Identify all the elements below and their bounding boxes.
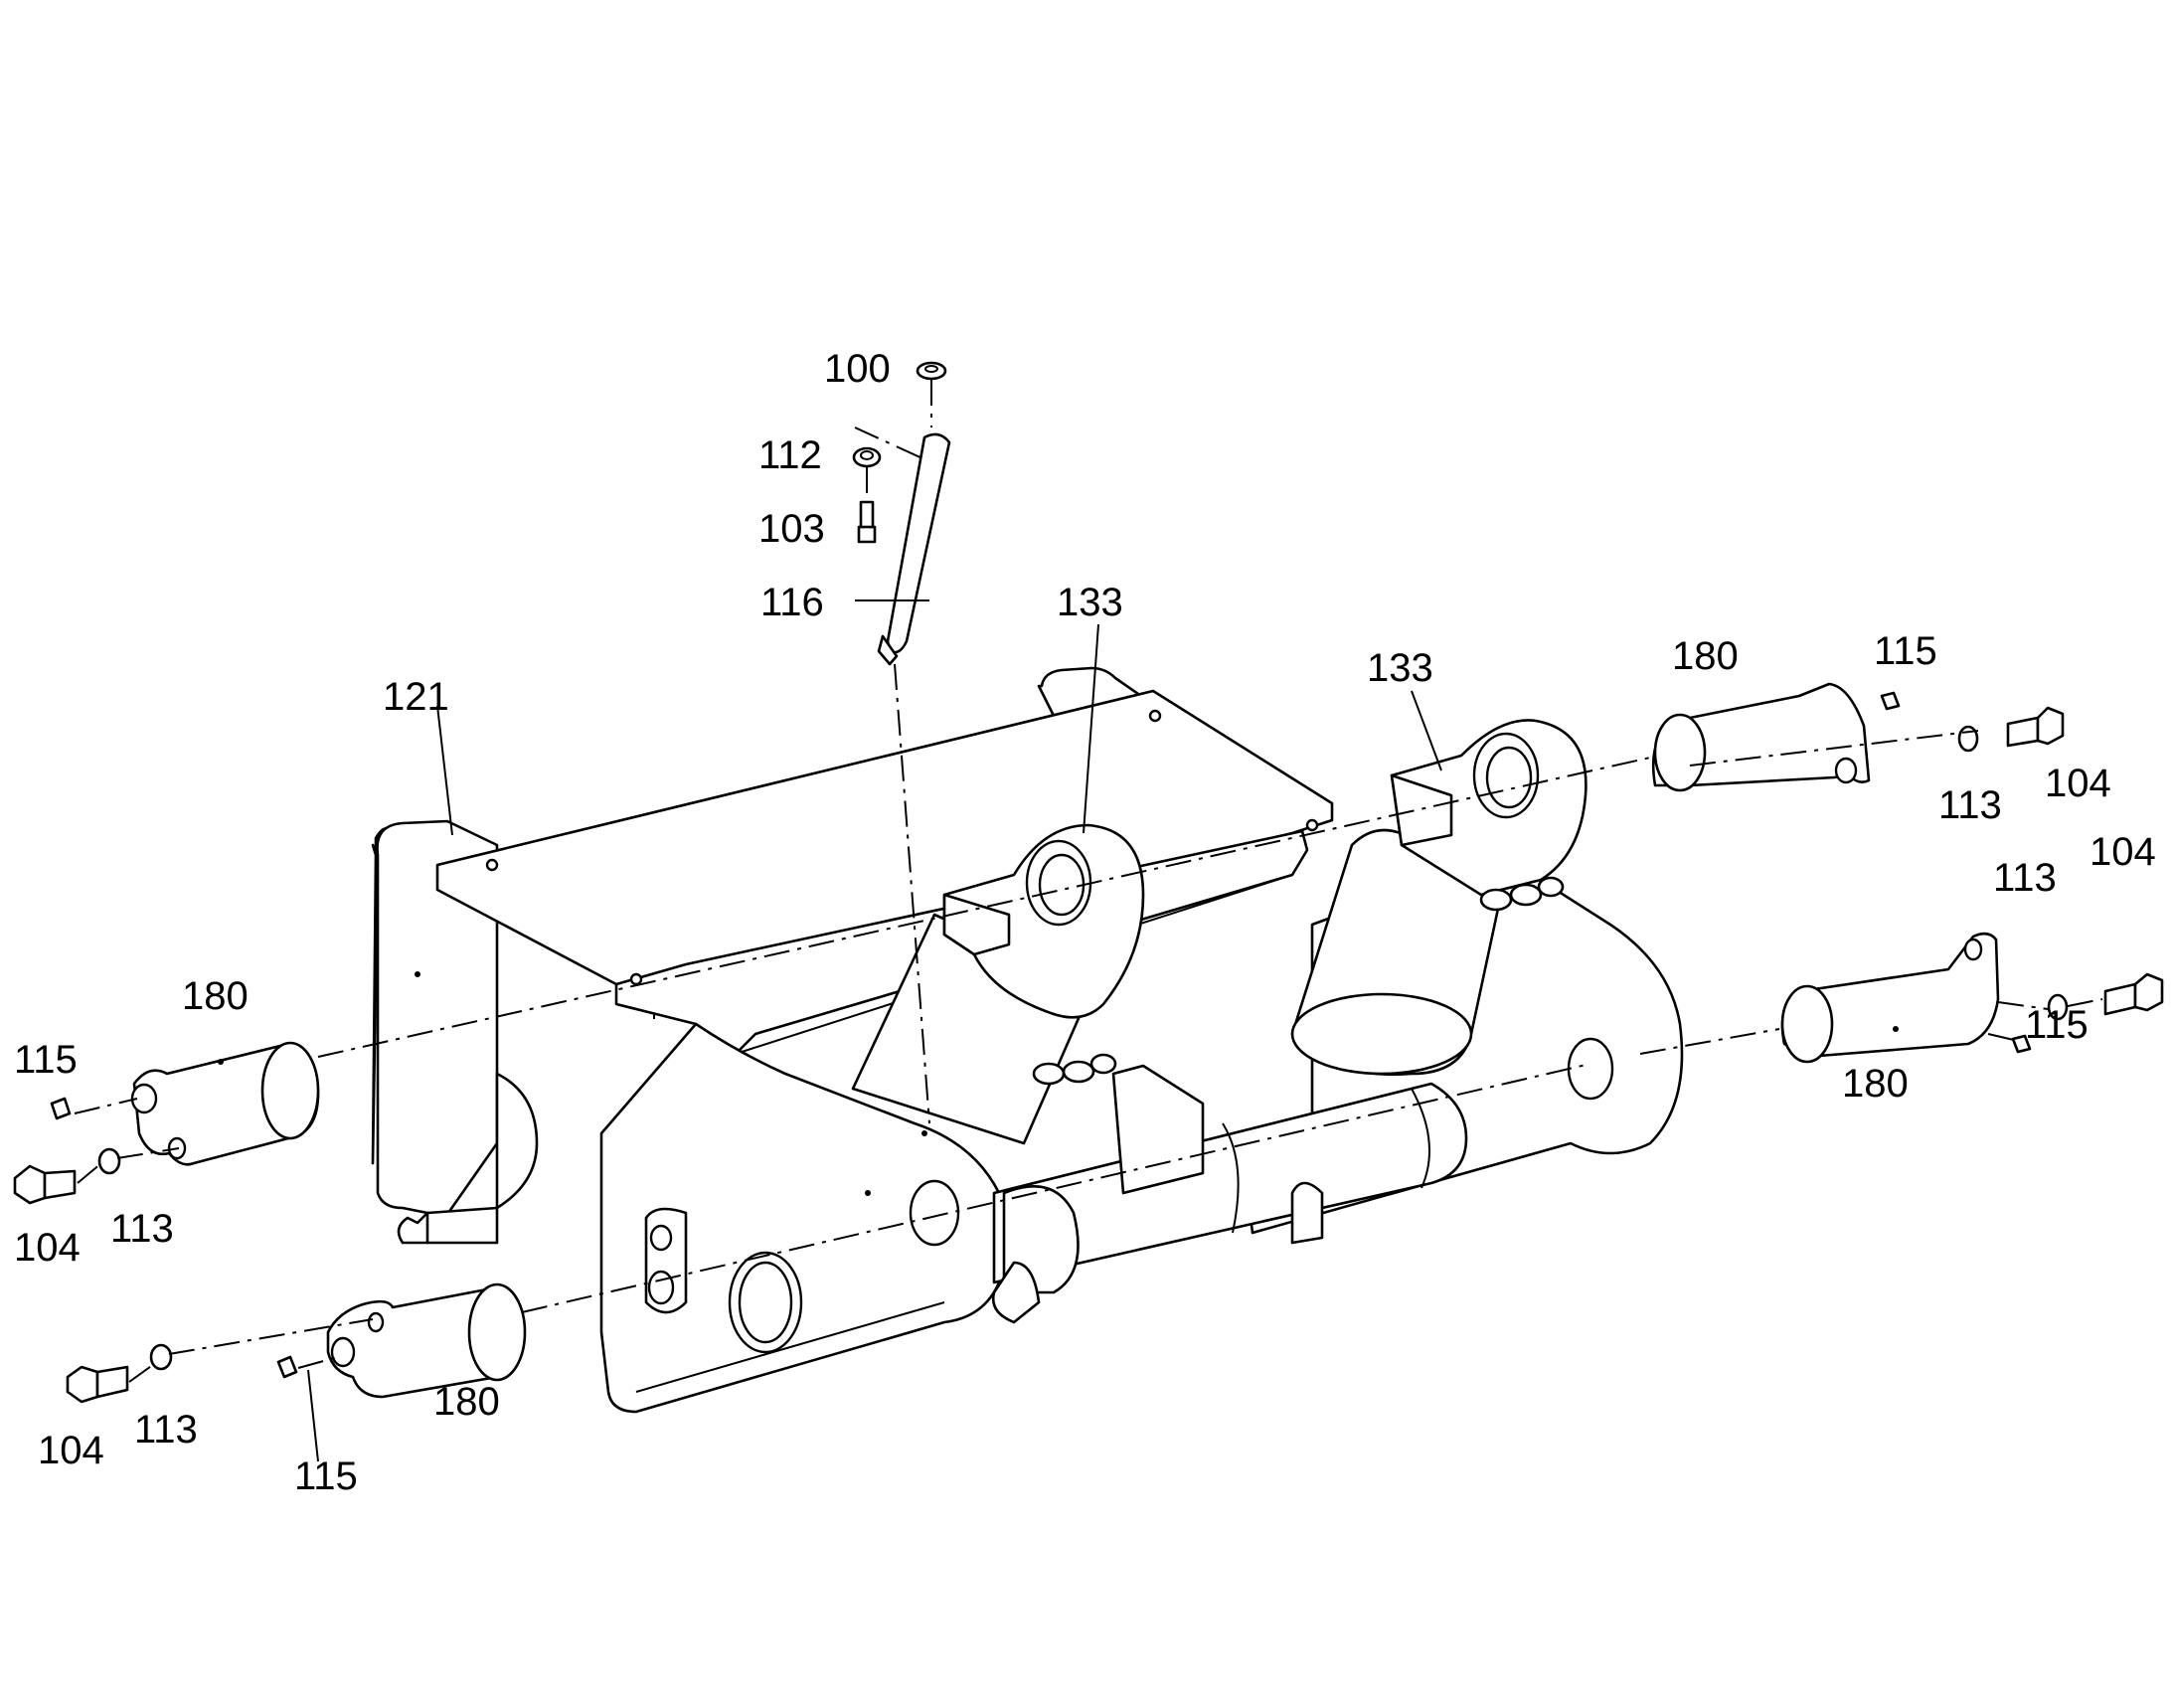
bolt-103 <box>857 500 877 544</box>
plug-115-top-right <box>1880 691 1901 711</box>
pin-180-top-right <box>1651 682 1871 792</box>
plug-115-bottom-left <box>276 1355 298 1379</box>
callout-133-right: 133 <box>1367 646 1433 690</box>
washer-113-left <box>97 1147 121 1175</box>
callout-113-bottom-left: 113 <box>134 1408 198 1452</box>
callout-180-mid-right: 180 <box>1842 1062 1909 1106</box>
washer-113-mid-right <box>2047 993 2069 1021</box>
cylinder-133-right <box>1290 719 1588 1077</box>
callout-113-left: 113 <box>110 1207 174 1251</box>
bolt-104-top-right <box>2006 706 2065 748</box>
bolt-104-mid-right <box>2103 972 2164 1016</box>
callout-180-top-right: 180 <box>1672 634 1739 678</box>
washer-112 <box>852 446 882 468</box>
callout-112: 112 <box>758 433 822 477</box>
bolt-104-bottom-left <box>66 1365 129 1404</box>
main-frame-121 <box>371 666 1684 1414</box>
pin-180-left <box>130 1041 320 1166</box>
pin-180-mid-right <box>1780 932 2000 1064</box>
callout-103: 103 <box>758 507 825 551</box>
washer-113-bottom-left <box>149 1343 173 1371</box>
callout-104-left: 104 <box>14 1226 81 1270</box>
callout-115-bottom-left: 115 <box>294 1454 358 1498</box>
callout-133-left: 133 <box>1057 581 1123 624</box>
callout-113-top-right: 113 <box>1938 783 2002 827</box>
callout-100: 100 <box>824 347 891 391</box>
washer-100 <box>916 361 947 381</box>
callout-180-left: 180 <box>182 974 249 1018</box>
assembly-axis-lines <box>74 380 2103 1383</box>
callout-115-top-right: 115 <box>1874 629 1937 673</box>
callout-104-top-right: 104 <box>2045 762 2111 805</box>
callout-121: 121 <box>383 675 449 719</box>
callout-115-mid-right: 115 <box>2025 1003 2089 1047</box>
leader-lines <box>307 599 1442 1462</box>
callout-113-mid-right: 113 <box>1993 856 2057 900</box>
callout-115-left: 115 <box>14 1038 78 1082</box>
callout-180-bottom: 180 <box>433 1380 500 1424</box>
bolt-104-left <box>13 1164 77 1205</box>
callout-104-bottom-left: 104 <box>38 1429 104 1472</box>
callout-116: 116 <box>760 581 824 624</box>
plug-115-mid-right <box>2011 1034 2032 1054</box>
callout-104-mid-right: 104 <box>2089 830 2156 874</box>
bracket-116 <box>877 432 951 666</box>
pin-180-bottom <box>326 1282 527 1399</box>
callout-labels: 100 112 103 116 121 133 133 180 115 113 … <box>14 347 2156 1498</box>
cylinder-133-left <box>851 823 1145 1145</box>
plug-115-left <box>50 1097 72 1120</box>
